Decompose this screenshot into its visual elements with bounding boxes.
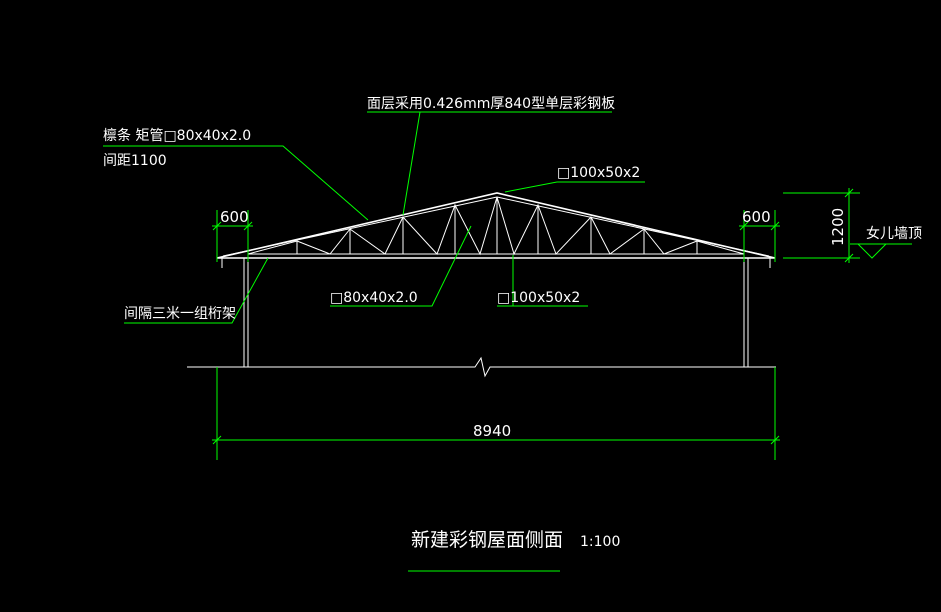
web-member-label: □80x40x2.0 [330, 290, 418, 306]
drawing-title: 新建彩钢屋面侧面 [411, 529, 563, 551]
drawing-scale: 1:100 [580, 534, 620, 550]
top-chord-label: □100x50x2 [557, 165, 640, 181]
span-dim: 8940 [473, 422, 511, 440]
rise-dim: 1200 [829, 208, 847, 246]
truss-top-chord [216, 192, 776, 259]
steel-truss [187, 192, 776, 378]
ground-line [187, 356, 776, 378]
purlin-note: 檩条 矩管□80x40x2.0 [103, 127, 251, 144]
overhang-left-dim: 600 [220, 208, 249, 226]
bottom-chord-label: □100x50x2 [497, 290, 580, 306]
overhang-right-dim: 600 [742, 208, 771, 226]
leader-lines [103, 111, 645, 324]
truss-spacing-note: 间隔三米一组桁架 [124, 306, 236, 322]
roofing-note: 面层采用0.426mm厚840型单层彩钢板 [367, 96, 615, 112]
dimensions [212, 188, 912, 460]
purlin-spacing-note: 间距1100 [103, 153, 167, 169]
truss-web-members [247, 196, 745, 256]
parapet-label: 女儿墙顶 [866, 225, 922, 242]
